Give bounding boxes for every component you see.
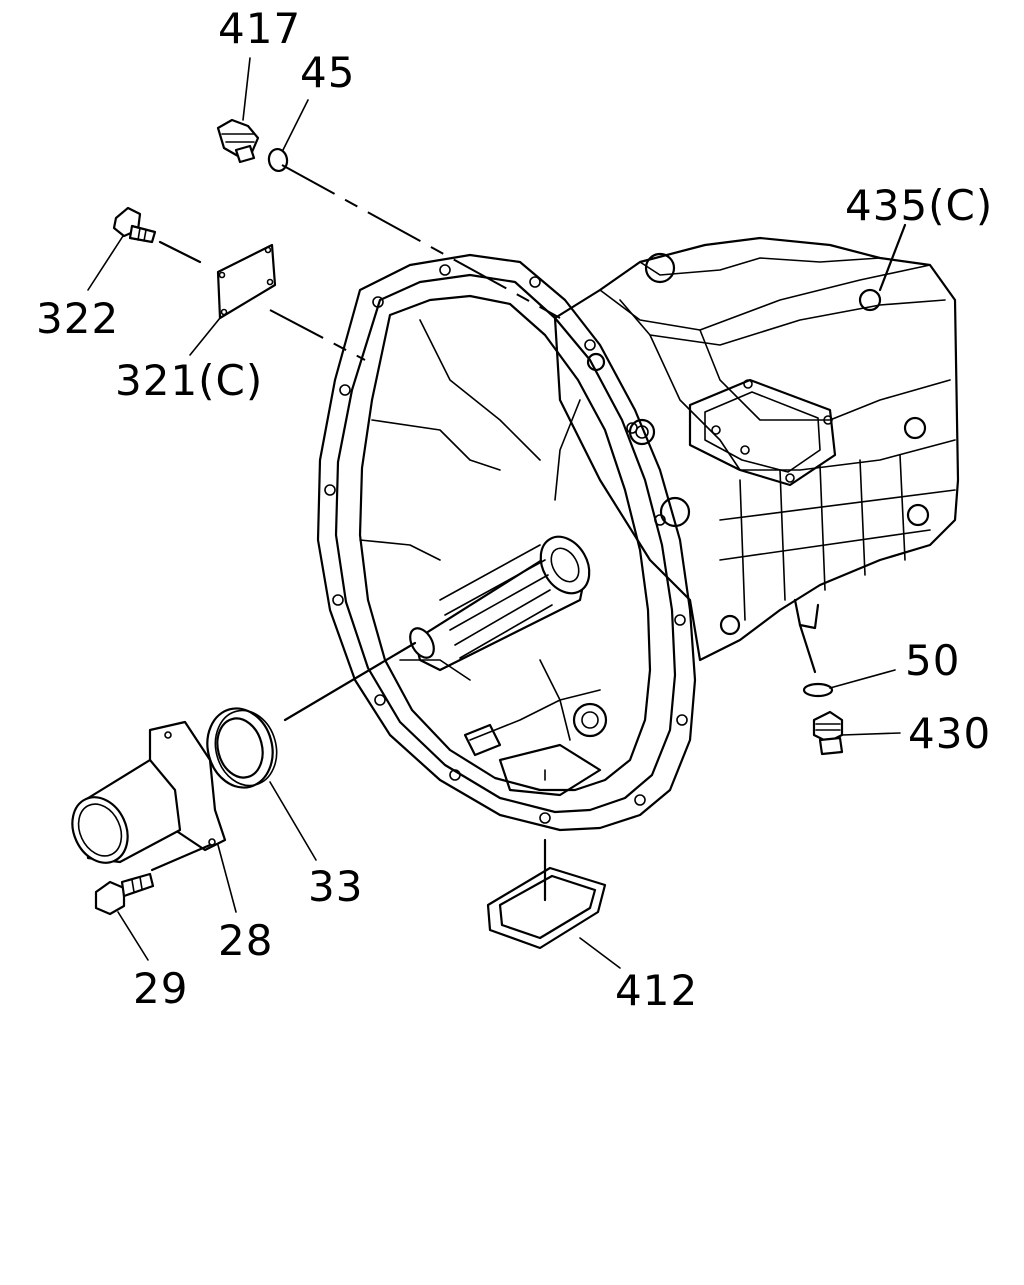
callout-430: 430	[908, 709, 992, 758]
part-29-bolt	[94, 872, 155, 916]
leader-435	[878, 223, 907, 292]
callout-321c: 321(C)	[115, 356, 264, 405]
callout-417: 417	[218, 4, 302, 53]
callout-322: 322	[36, 294, 120, 343]
callout-45: 45	[300, 48, 356, 97]
part-33-oil-seal	[206, 707, 278, 789]
callout-33: 33	[308, 862, 364, 911]
part-417-plug	[216, 118, 260, 164]
part-321-cover-plate	[216, 243, 277, 320]
callout-435c: 435(C)	[845, 181, 994, 230]
callout-29: 29	[133, 964, 189, 1013]
part-430-drain-plug	[812, 710, 844, 756]
callout-412: 412	[615, 966, 699, 1015]
callout-28: 28	[218, 916, 274, 965]
bell-housing	[316, 253, 697, 832]
part-28-bearing-retainer	[71, 720, 227, 864]
input-shaft	[409, 535, 591, 672]
part-45-o-ring	[267, 147, 289, 173]
part-412-gasket	[486, 866, 607, 950]
callout-leaders	[87, 57, 901, 969]
callout-50: 50	[905, 636, 961, 685]
part-50-washer	[802, 682, 834, 698]
assembly-lines	[150, 164, 817, 902]
part-322-bolt	[112, 206, 157, 244]
transmission-case	[553, 236, 960, 662]
